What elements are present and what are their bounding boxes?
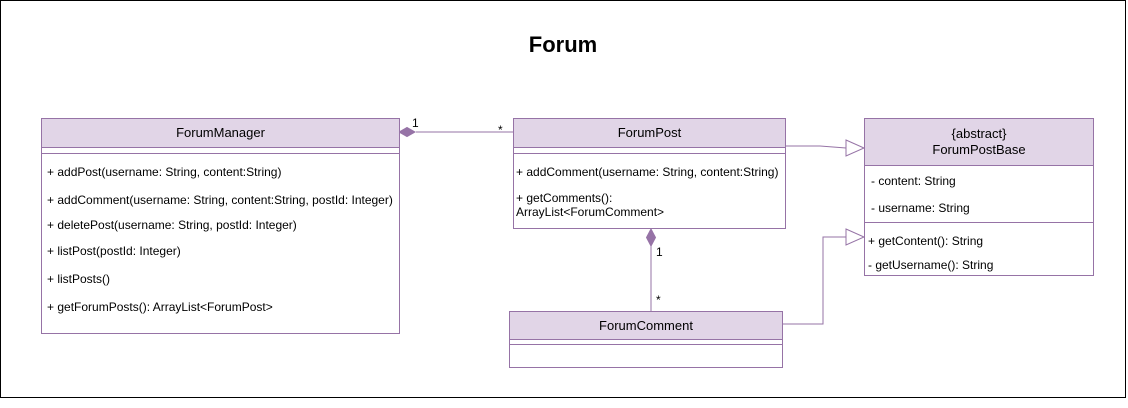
generalization-arrowhead-comment <box>845 228 866 246</box>
method-row: ArrayList<ForumComment> <box>516 205 665 219</box>
attribute-row: - content: String <box>871 174 956 188</box>
multiplicity-post-many: * <box>498 123 503 137</box>
method-row: + getComments(): <box>516 191 613 205</box>
generalization-arrowhead-post <box>845 139 866 157</box>
class-stereotype: {abstract} <box>951 126 1007 141</box>
method-row: - getUsername(): String <box>868 258 994 272</box>
class-forum-manager[interactable]: ForumManager + addPost(username: String,… <box>41 118 400 334</box>
multiplicity-manager-one: 1 <box>412 116 419 130</box>
diagram-title: Forum <box>528 32 598 57</box>
class-header: ForumPost <box>514 119 785 148</box>
composition-diamond-post <box>645 227 657 248</box>
methods-section <box>510 345 782 369</box>
class-forum-post-base[interactable]: {abstract} ForumPostBase - content: Stri… <box>864 118 1094 276</box>
class-header: {abstract} ForumPostBase <box>865 119 1093 166</box>
class-forum-comment[interactable]: ForumComment <box>509 311 783 368</box>
class-header: ForumComment <box>510 312 782 340</box>
attributes-section <box>42 148 399 154</box>
generalization-line-comment-base <box>783 236 846 325</box>
method-row: + addPost(username: String, content:Stri… <box>47 165 282 179</box>
composition-diamond-manager <box>397 126 417 138</box>
class-name: ForumPostBase <box>932 142 1026 157</box>
attributes-section: - content: String - username: String <box>865 166 1093 223</box>
method-row: + listPosts() <box>47 272 111 286</box>
class-name: ForumComment <box>599 317 693 333</box>
class-forum-post[interactable]: ForumPost + addComment(username: String,… <box>513 118 786 229</box>
multiplicity-post-one: 1 <box>656 245 663 259</box>
methods-section: + addComment(username: String, content:S… <box>514 154 785 230</box>
method-row: + getContent(): String <box>868 234 984 248</box>
method-row: + listPost(postId: Integer) <box>47 244 181 258</box>
generalization-line-post-base <box>786 145 847 149</box>
method-row: + addComment(username: String, content:S… <box>516 165 779 179</box>
class-name: ForumManager <box>176 125 265 140</box>
attributes-section <box>514 148 785 154</box>
methods-section: + getContent(): String - getUsername(): … <box>865 223 1093 277</box>
class-name: ForumPost <box>617 125 682 140</box>
method-row: + addComment(username: String, content:S… <box>47 193 393 207</box>
diagram-frame <box>0 0 1126 398</box>
method-row: + deletePost(username: String, postId: I… <box>47 218 297 232</box>
attribute-row: - username: String <box>871 201 970 215</box>
method-row: + getForumPosts(): ArrayList<ForumPost> <box>47 300 273 314</box>
multiplicity-comment-many: * <box>656 293 661 307</box>
class-header: ForumManager <box>42 119 399 148</box>
attributes-section <box>510 340 782 345</box>
methods-section: + addPost(username: String, content:Stri… <box>42 154 399 335</box>
